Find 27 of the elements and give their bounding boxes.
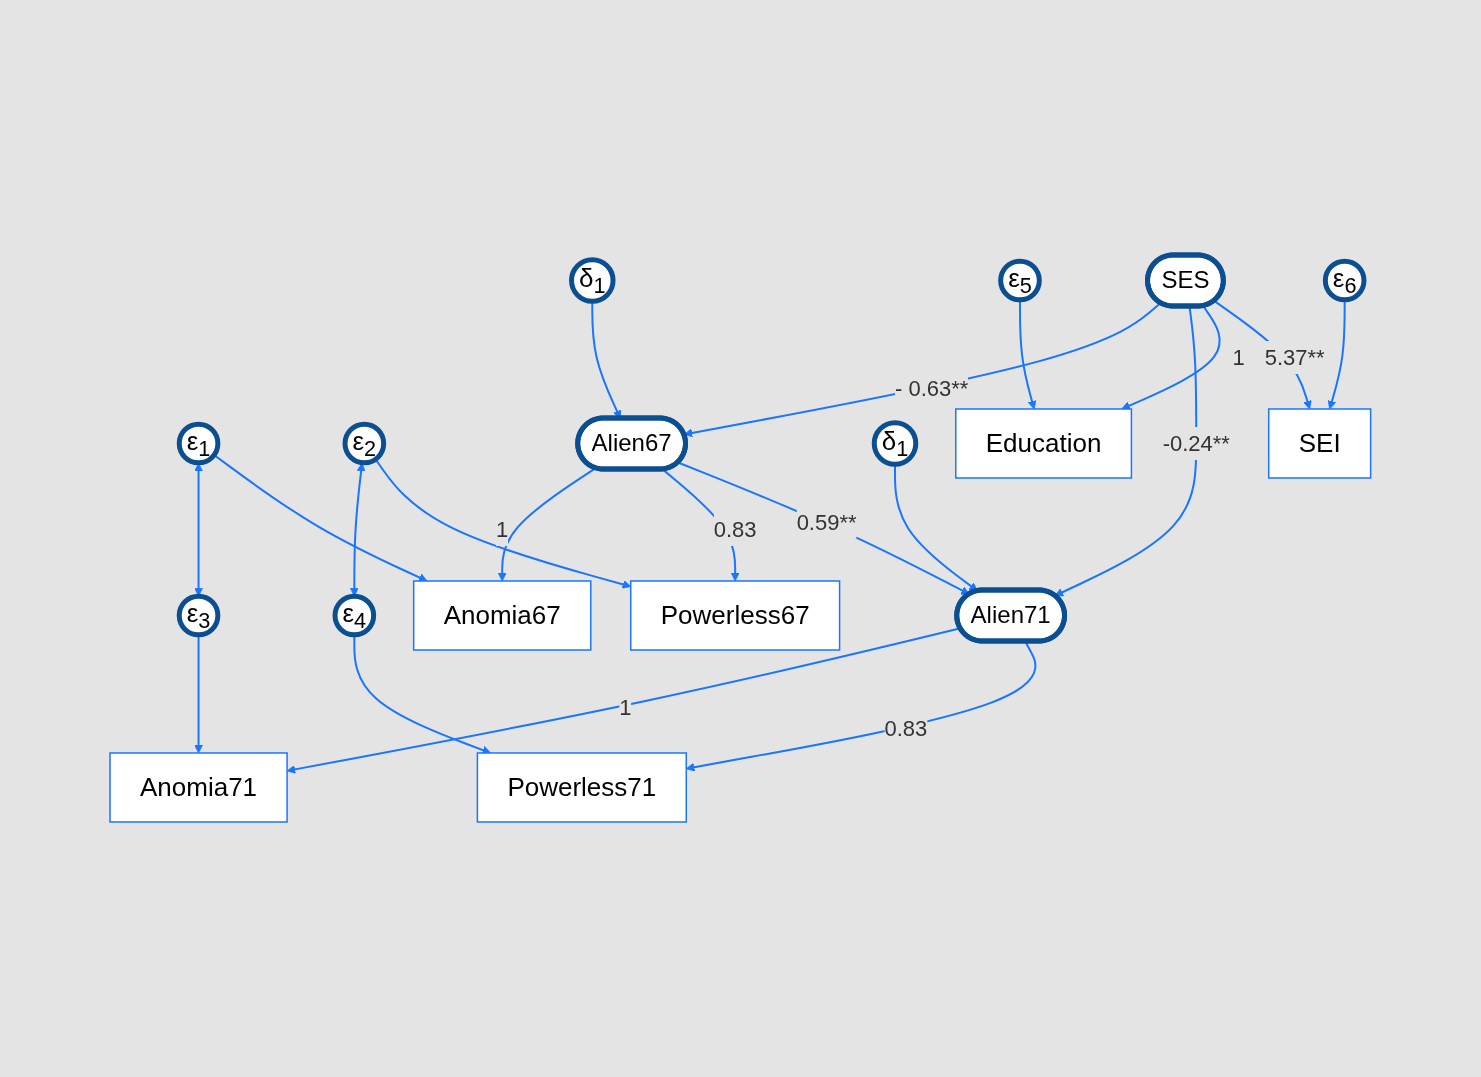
arrow [1121, 305, 1221, 410]
edge-label: 0.59** [796, 509, 857, 535]
node-box: Powerless71 [476, 752, 688, 823]
node-box: SEI [1268, 408, 1372, 479]
node-circle: ε$_{1}$ [176, 421, 221, 466]
arrow [213, 453, 428, 582]
edge-label: 1 [619, 694, 632, 720]
node-circle: ε$_{3}$ [176, 593, 221, 638]
node-box: Education [955, 408, 1133, 479]
node-circle: ε$_{5}$ [998, 258, 1042, 303]
node-circle: ε$_{2}$ [342, 421, 387, 466]
node-circle: δ$_{1}$ [569, 257, 616, 304]
node-circle: δ$_{1}$ [871, 420, 919, 467]
arrow [677, 461, 970, 595]
edge-label: - 0.63** [895, 375, 969, 401]
node-circle: ε$_{6}$ [1323, 258, 1367, 303]
arrow [1213, 299, 1312, 410]
edge-label: 0.83 [713, 516, 757, 542]
node-circle: ε$_{4}$ [332, 593, 377, 638]
edge-label: 1 [496, 516, 509, 542]
edge-label: 0.83 [884, 716, 928, 742]
edge-label: 1 [1232, 345, 1245, 370]
edge-label: -0.24** [1162, 431, 1231, 456]
node-box: Anomia67 [413, 580, 592, 651]
node-box: Anomia71 [109, 752, 288, 823]
edge-label: 5.37** [1264, 345, 1325, 370]
node-box: Powerless67 [630, 580, 841, 651]
